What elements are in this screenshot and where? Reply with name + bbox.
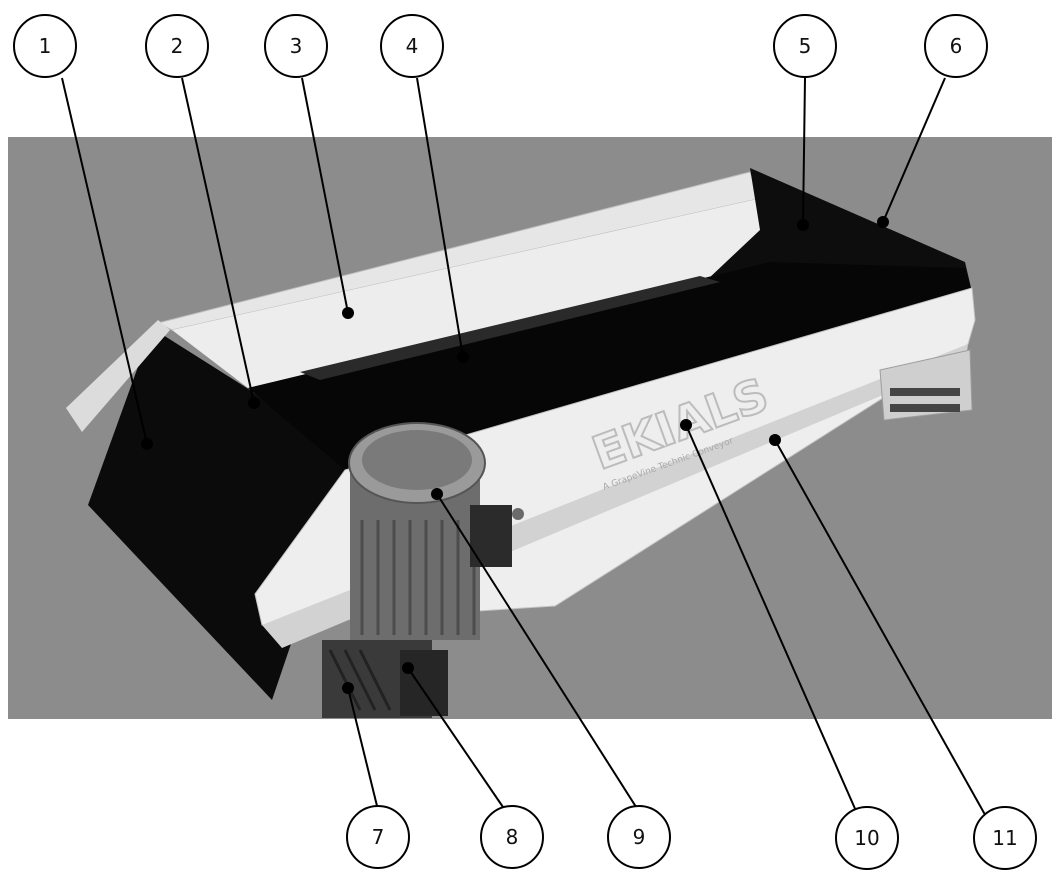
callout-3: 3 xyxy=(264,14,328,78)
leader-11 xyxy=(774,439,989,821)
callout-1: 1 xyxy=(13,14,77,78)
callout-label-2: 2 xyxy=(171,34,184,58)
callout-label-1: 1 xyxy=(39,34,52,58)
bracket-slot-2 xyxy=(890,404,960,412)
leader-6 xyxy=(882,77,946,223)
callout-7: 7 xyxy=(346,805,410,869)
marker-dot-1 xyxy=(141,438,153,450)
marker-dot-8 xyxy=(402,662,414,674)
leader-4 xyxy=(416,77,464,358)
right-mounting-bracket xyxy=(879,349,973,421)
leader-2 xyxy=(181,77,255,404)
motor-cooling-fins xyxy=(360,520,476,635)
callout-4: 4 xyxy=(380,14,444,78)
motor-fan-grille xyxy=(362,430,472,490)
drive-motor xyxy=(322,422,512,718)
callout-label-4: 4 xyxy=(406,34,419,58)
marker-dot-11 xyxy=(769,434,781,446)
marker-dot-6 xyxy=(877,216,889,228)
callout-label-6: 6 xyxy=(950,34,963,58)
marker-dot-9 xyxy=(431,488,443,500)
callout-label-7: 7 xyxy=(372,825,385,849)
callout-label-9: 9 xyxy=(633,825,646,849)
right-end-flap xyxy=(690,168,972,296)
marker-dot-10 xyxy=(680,419,692,431)
leader-7 xyxy=(347,687,379,811)
marker-dot-2 xyxy=(248,397,260,409)
leader-5 xyxy=(802,77,806,226)
callout-10: 10 xyxy=(835,806,899,870)
marker-dot-4 xyxy=(457,351,469,363)
leader-dots xyxy=(141,216,889,694)
callout-label-10: 10 xyxy=(854,826,879,850)
marker-dot-3 xyxy=(342,307,354,319)
callout-badges: 1 2 3 4 5 6 7 8 xyxy=(13,14,1037,870)
callout-2: 2 xyxy=(145,14,209,78)
leader-9 xyxy=(436,493,639,811)
callout-6: 6 xyxy=(924,14,988,78)
leader-10 xyxy=(685,424,861,821)
leader-8 xyxy=(407,667,506,811)
callout-label-8: 8 xyxy=(506,825,519,849)
bracket-slot-1 xyxy=(890,388,960,396)
gearbox-flange xyxy=(400,650,448,716)
callout-label-11: 11 xyxy=(992,826,1017,850)
marker-dot-5 xyxy=(797,219,809,231)
callout-8: 8 xyxy=(480,805,544,869)
callout-9: 9 xyxy=(607,805,671,869)
callout-label-3: 3 xyxy=(290,34,303,58)
callout-11: 11 xyxy=(973,806,1037,870)
wall-bolt xyxy=(512,508,524,520)
callout-label-5: 5 xyxy=(799,34,812,58)
callout-5: 5 xyxy=(773,14,837,78)
gearbox-ribs xyxy=(328,649,392,711)
leader-1 xyxy=(61,77,148,445)
leader-3 xyxy=(301,77,349,314)
far-wall-face xyxy=(172,198,770,388)
marker-dot-7 xyxy=(342,682,354,694)
motor-terminal-box xyxy=(470,505,512,567)
conveyor-photo: EKIALS A GrapeVine Technic Conveyor xyxy=(66,168,976,718)
left-end-plate xyxy=(66,320,170,432)
conveyor-belt xyxy=(248,262,972,470)
belt-highlight xyxy=(300,276,720,380)
leader-lines xyxy=(61,77,989,821)
